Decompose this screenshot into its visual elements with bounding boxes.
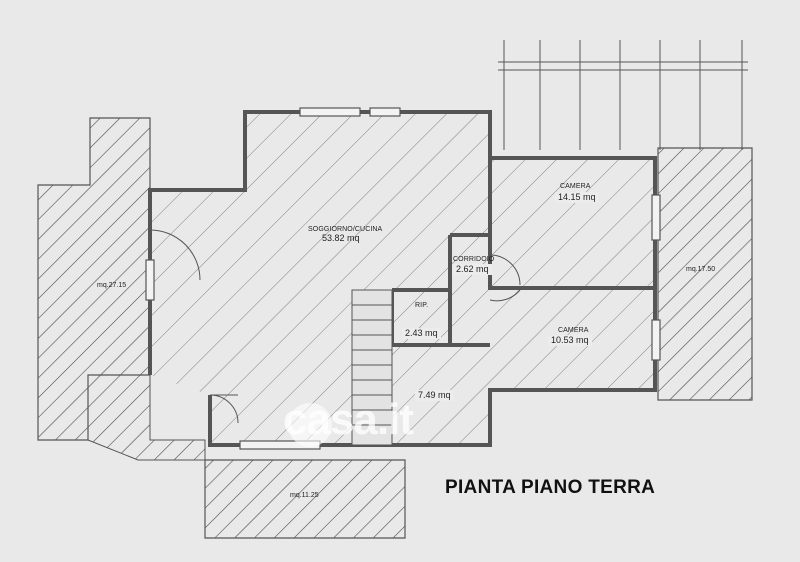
room-area-corridoio: 2.62 mq — [453, 264, 492, 275]
windows — [145, 107, 661, 450]
terrace-bottom — [204, 459, 406, 539]
room-area-soggiorno: 53.82 mq — [322, 233, 360, 243]
watermark-text: casa.it — [283, 395, 414, 444]
room-name-camera-2: CAMERA — [558, 327, 589, 334]
room-area-bagno: 7.49 mq — [415, 390, 454, 401]
watermark-logo — [288, 403, 332, 447]
pergola — [498, 40, 748, 150]
door-swings — [149, 229, 521, 424]
room-area-camera-1: 14.15 mq — [555, 192, 599, 203]
terrace-right — [657, 147, 753, 401]
room-name-soggiorno: SOGGIORNO/CUCINA — [308, 226, 383, 233]
terrace-area-right: mq.17.50 — [686, 266, 716, 273]
terrace-lower-left — [87, 374, 206, 461]
room-area-rip: 2.43 mq — [402, 328, 441, 339]
room-name-camera-1: CAMERA — [560, 183, 591, 190]
room-area-camera-2: 10.53 mq — [548, 335, 592, 346]
terrace-area-left: mq.27.15 — [97, 282, 127, 289]
terrace-area-bottom: mq.11.25 — [290, 492, 319, 499]
room-name-rip: RIP. — [415, 302, 429, 309]
building-interior — [150, 112, 655, 445]
room-name-corridoio: CORRIDOIO — [453, 256, 495, 263]
staircase — [351, 289, 393, 446]
plan-title: PIANTA PIANO TERRA — [445, 477, 656, 498]
